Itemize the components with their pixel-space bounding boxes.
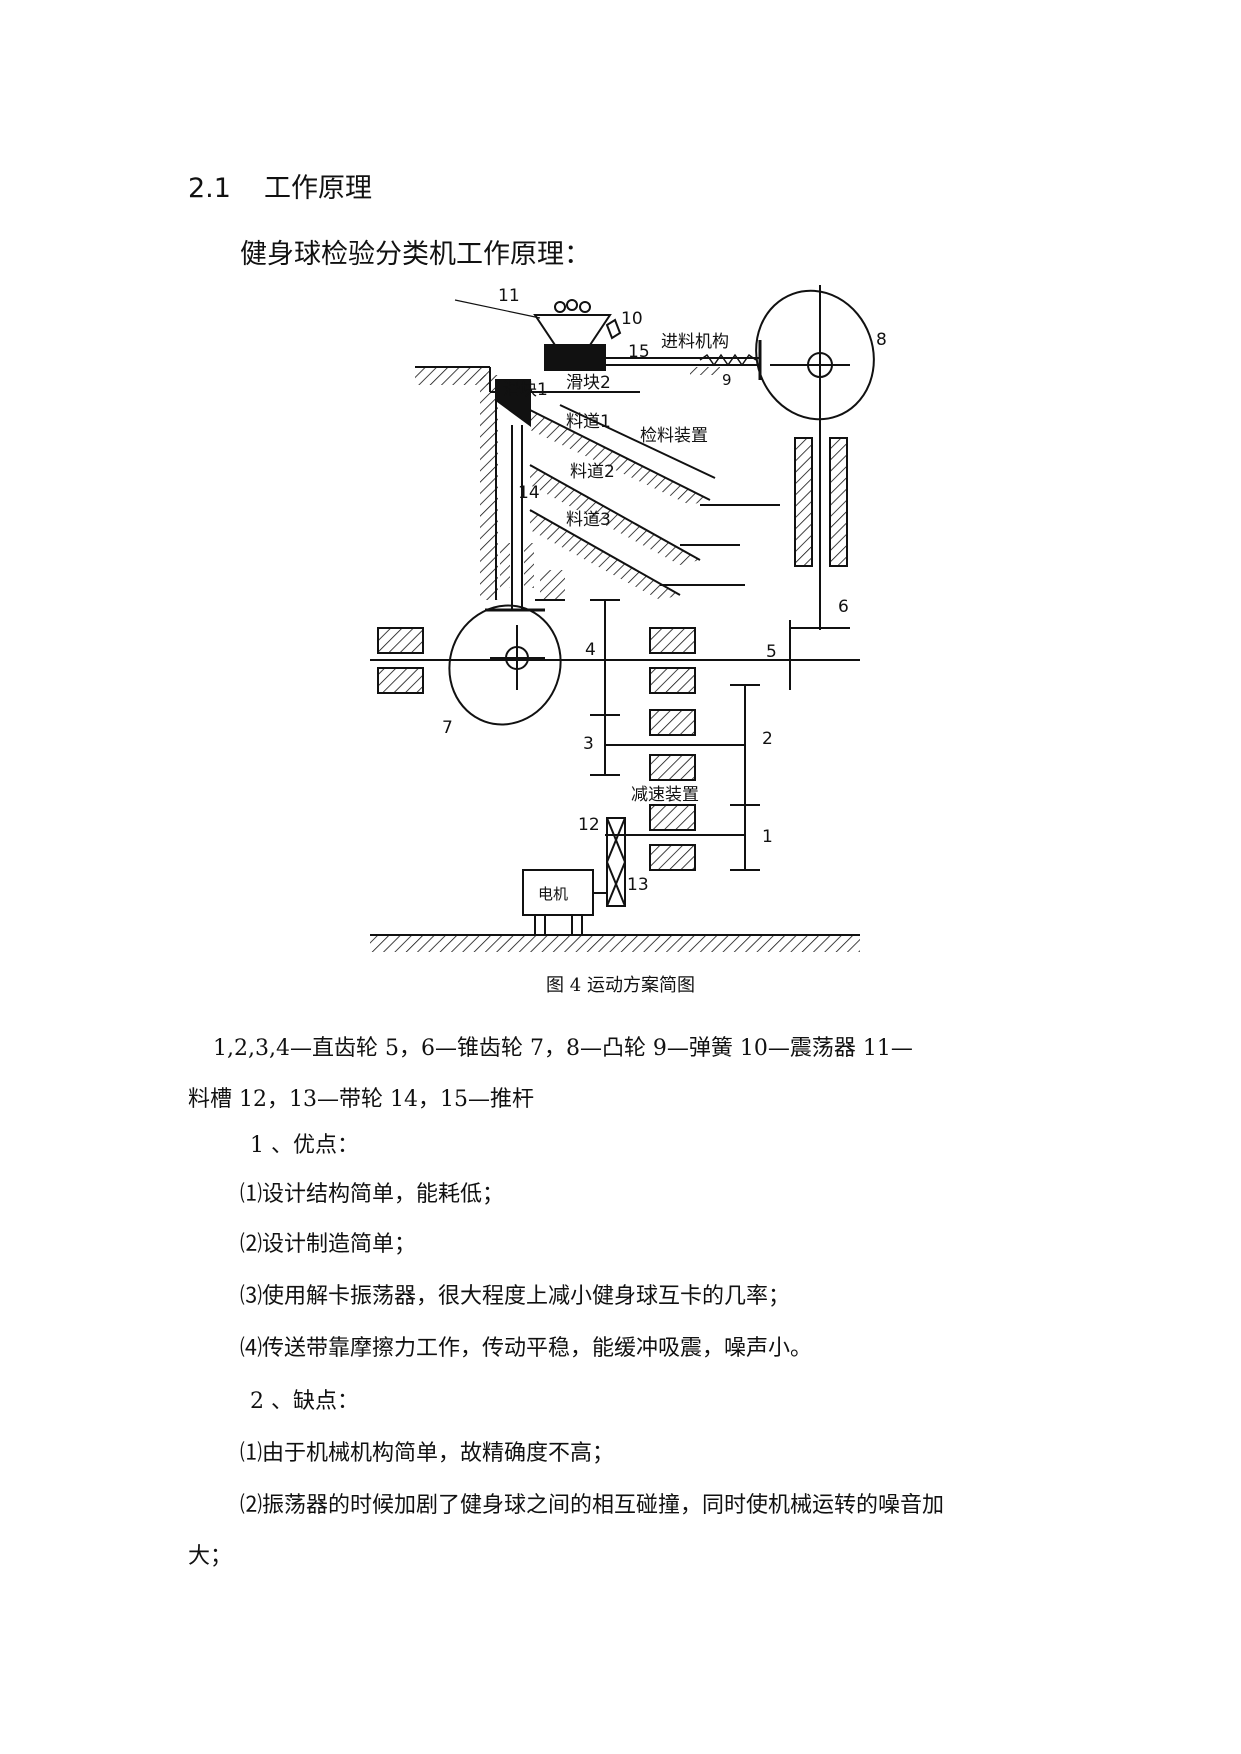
section-heading: 2.1 工作原理 [188, 166, 372, 205]
advantages-title: 1 、优点： [250, 1133, 359, 1158]
cam-7 [448, 604, 562, 726]
label-slider1: 滑块1 [503, 380, 548, 400]
ground-hatch [370, 936, 860, 952]
label-feed: 进料机构 [661, 332, 729, 352]
label-3: 3 [583, 734, 594, 754]
label-7: 7 [442, 718, 453, 738]
label-12: 12 [578, 815, 600, 835]
label-4: 4 [585, 640, 596, 660]
label-13: 13 [627, 875, 649, 895]
section-title: 工作原理 [264, 173, 372, 204]
label-2: 2 [762, 729, 773, 749]
label-5: 5 [766, 642, 777, 662]
label-inspect: 检料装置 [640, 426, 708, 446]
disadvantage-continuation: 大； [188, 1544, 233, 1569]
label-6: 6 [838, 597, 849, 617]
advantage-item: ⑷传送带靠摩擦力工作，传动平稳，能缓冲吸震，噪声小。 [240, 1336, 813, 1361]
label-8: 8 [876, 330, 887, 350]
frame-top-hatch [415, 367, 490, 385]
label-11: 11 [498, 286, 520, 306]
label-chute3: 料道3 [566, 510, 611, 530]
section-number: 2.1 [188, 173, 231, 204]
advantage-item: ⑵设计制造简单； [240, 1232, 417, 1257]
disadvantage-item: ⑴由于机械机构简单，故精确度不高； [240, 1441, 615, 1466]
advantage-item: ⑶使用解卡振荡器，很大程度上减小健身球互卡的几率； [240, 1284, 791, 1309]
intro-text: 健身球检验分类机工作原理： [240, 239, 591, 270]
label-9: 9 [722, 371, 732, 389]
figure-caption: 图 4 运动方案简图 [546, 975, 695, 996]
motion-scheme-diagram: 11 10 15 进料机构 9 8 滑块1 滑块2 料道1 检料装置 料道2 1… [370, 285, 887, 952]
label-motor: 电机 [538, 885, 568, 903]
label-10: 10 [621, 309, 643, 329]
label-slider2: 滑块2 [566, 373, 611, 393]
disadvantage-item: ⑵振荡器的时候加剧了健身球之间的相互碰撞，同时使机械运转的噪音加 [240, 1493, 945, 1518]
disadvantages-title: 2 、缺点： [250, 1389, 359, 1414]
label-reducer: 减速装置 [631, 785, 699, 805]
left-wall-hatch [480, 375, 498, 600]
label-chute1: 料道1 [566, 412, 611, 432]
legend-line-1: 1,2,3,4—直齿轮 5，6—锥齿轮 7，8—凸轮 9—弹簧 10—震荡器 1… [213, 1036, 913, 1061]
label-chute2: 料道2 [570, 462, 615, 482]
cam-8 [755, 289, 875, 421]
slider-2 [544, 344, 606, 371]
advantage-item: ⑴设计结构简单，能耗低； [240, 1182, 505, 1207]
label-14: 14 [518, 483, 540, 503]
label-1: 1 [762, 827, 773, 847]
legend-line-2: 料槽 12，13—带轮 14，15—推杆 [188, 1087, 534, 1112]
label-15: 15 [628, 342, 650, 362]
